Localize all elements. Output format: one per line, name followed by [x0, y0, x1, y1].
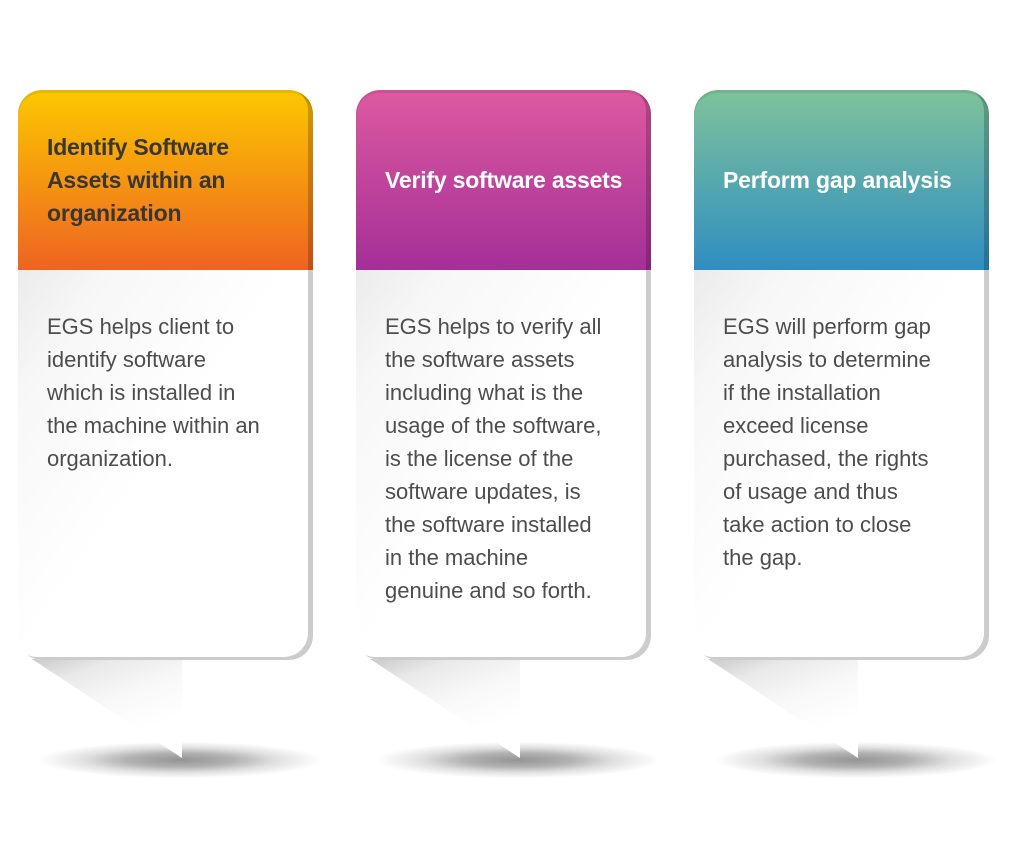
card-perform-gap-analysis: Perform gap analysis EGS will perform ga… [694, 90, 1010, 780]
card-title: Perform gap analysis [723, 166, 952, 193]
card-body: EGS helps client to identify software wh… [18, 270, 313, 660]
card-body-text: EGS will perform gap analysis to determi… [723, 314, 931, 570]
card-verify-software-assets: Verify software assets EGS helps to veri… [356, 90, 672, 780]
card-panel: Verify software assets EGS helps to veri… [356, 90, 651, 660]
card-panel: Identify Software Assets within an organ… [18, 90, 313, 660]
card-body-text: EGS helps to verify all the software ass… [385, 314, 602, 603]
card-header: Identify Software Assets within an organ… [18, 90, 313, 270]
card-body-text: EGS helps client to identify software wh… [47, 314, 260, 471]
card-panel: Perform gap analysis EGS will perform ga… [694, 90, 989, 660]
card-header: Perform gap analysis [694, 90, 989, 270]
card-title: Verify software assets [385, 166, 623, 193]
card-title: Identify Software Assets within an organ… [47, 133, 229, 226]
card-identify-software-assets: Identify Software Assets within an organ… [18, 90, 334, 780]
card-header: Verify software assets [356, 90, 651, 270]
card-body: EGS will perform gap analysis to determi… [694, 270, 989, 660]
card-body: EGS helps to verify all the software ass… [356, 270, 651, 660]
